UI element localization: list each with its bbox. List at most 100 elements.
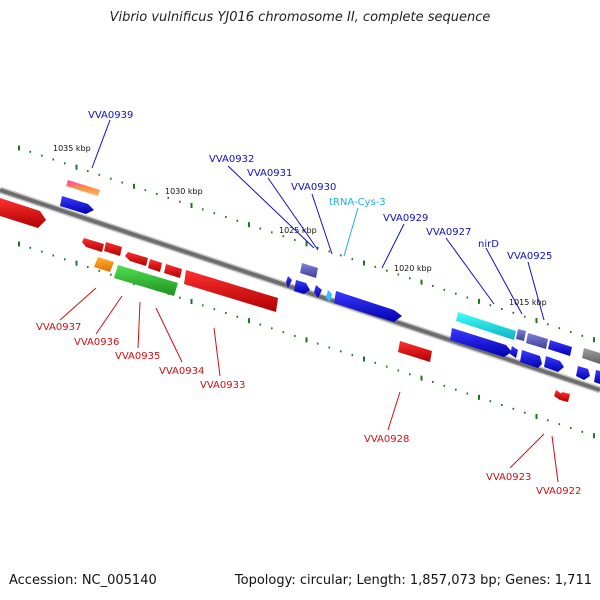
minor-tick — [501, 404, 503, 406]
minor-tick — [29, 246, 32, 249]
minor-tick — [271, 327, 273, 330]
gene-VVA0930[interactable] — [294, 280, 310, 294]
gene-forward[interactable] — [576, 366, 590, 380]
major-tick — [305, 241, 308, 247]
minor-tick — [432, 381, 434, 383]
minor-tick — [259, 227, 262, 230]
major-tick — [593, 433, 595, 439]
gene-forward[interactable] — [594, 370, 600, 384]
minor-tick — [110, 177, 112, 180]
gene-gray[interactable] — [582, 348, 600, 364]
gene-forward[interactable] — [510, 346, 518, 358]
gene-VVA0934-green[interactable] — [114, 265, 178, 296]
gene-tRNA-Cys-3[interactable] — [326, 290, 332, 302]
gene-VVA0936[interactable] — [94, 257, 114, 272]
gene-VVA0937-b[interactable] — [104, 242, 122, 256]
minor-tick — [179, 200, 181, 203]
gene-forward[interactable] — [548, 340, 572, 356]
scale-labels: 1035 kbp 1030 kbp 1025 kbp 1020 kbp 1015… — [53, 144, 547, 307]
gene-label-VVA0932[interactable]: VVA0932 — [209, 154, 254, 165]
gene-label-VVA0935[interactable]: VVA0935 — [115, 351, 160, 362]
minor-tick — [558, 423, 561, 426]
gene-label-VVA0934[interactable]: VVA0934 — [159, 366, 204, 377]
major-tick — [420, 375, 423, 381]
gene-VVA0923[interactable] — [554, 390, 562, 400]
gene-label-nirD[interactable]: nirD — [478, 239, 499, 250]
gene-VVA0928[interactable] — [398, 341, 432, 362]
gene-VVA0935-b[interactable] — [148, 259, 162, 272]
gene-label-VVA0928[interactable]: VVA0928 — [364, 434, 409, 445]
major-tick — [305, 337, 308, 343]
gene-VVA0937[interactable] — [82, 238, 104, 252]
gene-VVA0935[interactable] — [125, 252, 148, 266]
minor-tick — [64, 258, 66, 261]
minor-tick — [466, 392, 469, 395]
forward-strand-genes — [60, 180, 600, 384]
minor-tick — [213, 308, 216, 311]
gene-VVA0939[interactable] — [66, 180, 100, 196]
accession-text: Accession: NC_005140 — [9, 573, 157, 588]
gene-VVA0922[interactable] — [560, 392, 570, 402]
gene-reverse-left[interactable] — [0, 198, 46, 228]
gene-VVA0939-b[interactable] — [60, 196, 94, 214]
major-tick — [18, 145, 20, 151]
minor-tick — [512, 407, 515, 410]
gene-VVA0932[interactable] — [300, 263, 318, 278]
major-tick — [75, 164, 78, 170]
minor-tick — [455, 292, 457, 295]
minor-tick — [52, 158, 55, 161]
minor-tick — [110, 273, 112, 276]
gene-forward[interactable] — [520, 350, 542, 368]
minor-tick — [213, 212, 216, 215]
major-tick — [535, 414, 538, 419]
gene-label-VVA0925[interactable]: VVA0925 — [507, 251, 552, 262]
minor-tick — [236, 315, 239, 318]
minor-tick — [581, 430, 584, 433]
gene-VVA0929[interactable] — [334, 291, 402, 322]
major-tick — [535, 318, 538, 323]
minor-tick — [41, 154, 43, 157]
minor-tick — [386, 269, 388, 272]
gene-label-VVA0927[interactable]: VVA0927 — [426, 227, 471, 238]
minor-tick — [328, 250, 331, 253]
minor-tick — [443, 384, 446, 387]
minor-tick — [524, 411, 526, 414]
gene-forward[interactable] — [544, 356, 564, 372]
minor-tick — [328, 346, 331, 349]
minor-tick — [271, 231, 273, 234]
minor-tick — [489, 304, 492, 307]
gene-label-VVA0937[interactable]: VVA0937 — [36, 322, 81, 333]
minor-tick — [432, 285, 434, 287]
gene-VVA0933[interactable] — [184, 270, 278, 312]
minor-tick — [294, 239, 296, 241]
minor-tick — [317, 342, 319, 345]
major-tick — [190, 203, 193, 208]
gene-label-VVA0933[interactable]: VVA0933 — [200, 380, 245, 391]
gene-label-VVA0930[interactable]: VVA0930 — [291, 182, 336, 193]
minor-tick — [558, 327, 561, 330]
gene-VVA0931[interactable] — [286, 276, 292, 288]
gene-label-VVA0936[interactable]: VVA0936 — [74, 337, 119, 348]
major-tick — [593, 337, 595, 343]
minor-tick — [144, 189, 147, 192]
gene-VVA0927[interactable] — [456, 312, 516, 340]
gene-nirD[interactable] — [516, 329, 526, 341]
minor-tick — [351, 258, 354, 261]
gene-label-VVA0922[interactable]: VVA0922 — [536, 486, 581, 497]
map-title: Vibrio vulnificus YJ016 chromosome II, c… — [109, 10, 491, 25]
gene-label-VVA0923[interactable]: VVA0923 — [486, 472, 531, 483]
minor-tick — [202, 208, 204, 211]
gene-forward[interactable] — [450, 328, 512, 357]
gene-VVA0925[interactable] — [526, 333, 548, 349]
minor-tick — [225, 312, 227, 314]
gene-label-VVA0939[interactable]: VVA0939 — [88, 110, 133, 121]
major-tick — [363, 260, 365, 266]
gene-VVA0934[interactable] — [164, 264, 182, 278]
gene-small-forward[interactable] — [314, 285, 322, 298]
minor-tick — [225, 216, 227, 218]
reverse-strand-genes — [0, 198, 570, 402]
gene-label-tRNA-Cys-3[interactable]: tRNA-Cys-3 — [329, 197, 386, 208]
gene-label-VVA0929[interactable]: VVA0929 — [383, 213, 428, 224]
gene-label-VVA0931[interactable]: VVA0931 — [247, 168, 292, 179]
